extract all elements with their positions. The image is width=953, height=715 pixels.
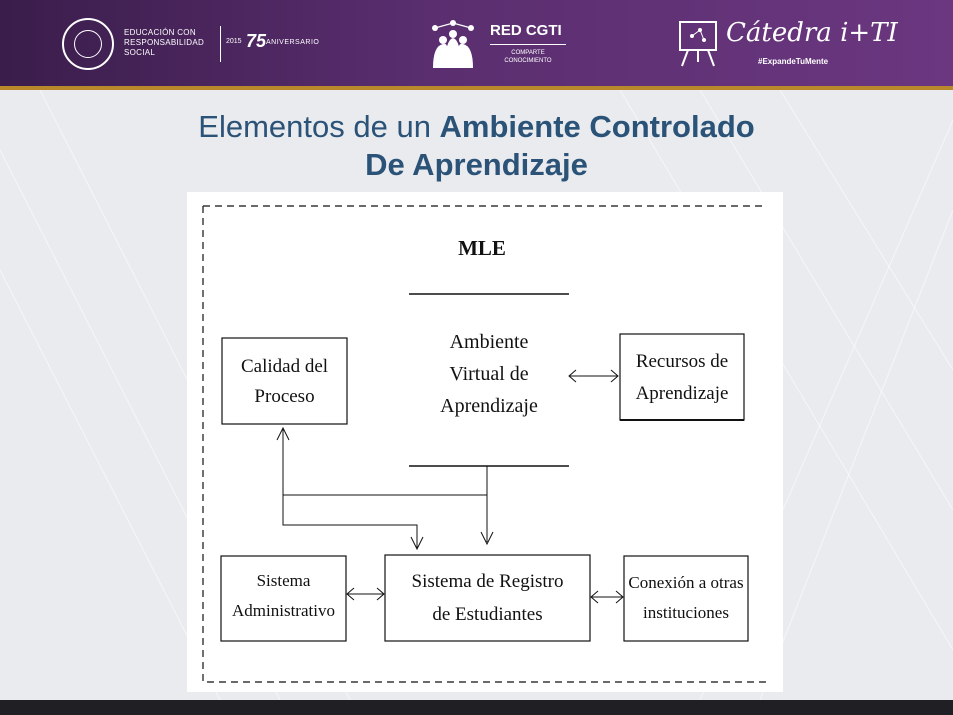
- chair-title: Cátedra i+TI: [726, 18, 898, 48]
- admin-line-1: Sistema: [256, 571, 311, 590]
- chair-hashtag: #ExpandeTuMente: [758, 57, 829, 66]
- calidad-line-1: Calidad del: [240, 356, 329, 377]
- recursos-line-1: Recursos de: [635, 351, 729, 372]
- diagram-lines: [202, 205, 767, 683]
- anniversary-label: ANIVERSARIO: [266, 39, 320, 46]
- calidad-line-2: Proceso: [254, 386, 315, 407]
- student-registry-node: Sistema de Registro de Estudiantes: [385, 565, 590, 631]
- university-logo-text: EDUCACIÓN CON RESPONSABILIDAD SOCIAL: [124, 28, 205, 57]
- mle-diagram: MLE Ambiente Virtual de Aprendizaje Cali…: [187, 192, 783, 692]
- network-divider: [490, 44, 566, 45]
- network-subtitle: COMPARTE CONOCIMIENTO: [504, 50, 552, 64]
- logo-divider: [220, 26, 221, 62]
- virtual-learning-environment-node: Ambiente Virtual de Aprendizaje: [419, 326, 559, 422]
- process-quality-node: Calidad del Proceso: [222, 352, 347, 412]
- center-line-1: Ambiente: [449, 331, 529, 353]
- anniversary-year: 2015: [226, 38, 242, 45]
- red-cgti-logo-icon: [432, 20, 474, 68]
- recursos-line-2: Aprendizaje: [635, 383, 729, 404]
- registro-line-1: Sistema de Registro: [411, 571, 564, 592]
- header-accent-line: [0, 86, 953, 90]
- conexion-line-1: Conexión a otras: [628, 573, 744, 592]
- university-seal-icon: [62, 18, 114, 70]
- title-normal-part: Elementos de un: [198, 109, 440, 144]
- title-line-2: De Aprendizaje: [365, 147, 588, 182]
- title-bold-part: Ambiente Controlado: [439, 109, 755, 144]
- network-title: RED CGTI: [490, 22, 562, 39]
- learning-resources-node: Recursos de Aprendizaje: [620, 346, 744, 410]
- mle-label: MLE: [458, 236, 506, 260]
- catedra-board-icon: [679, 21, 717, 67]
- conexion-line-2: instituciones: [643, 603, 729, 622]
- anniversary-number: 75: [246, 31, 267, 51]
- header-banner: EDUCACIÓN CON RESPONSABILIDAD SOCIAL 201…: [0, 0, 953, 88]
- registro-line-2: de Estudiantes: [432, 604, 543, 625]
- institution-connection-node: Conexión a otras instituciones: [624, 568, 748, 628]
- admin-line-2: Administrativo: [232, 601, 335, 620]
- center-line-2: Virtual de: [449, 363, 529, 385]
- center-line-3: Aprendizaje: [440, 395, 538, 417]
- administrative-system-node: Sistema Administrativo: [221, 566, 346, 626]
- footer-bar: [0, 700, 953, 715]
- slide-title: Elementos de un Ambiente Controlado De A…: [0, 108, 953, 184]
